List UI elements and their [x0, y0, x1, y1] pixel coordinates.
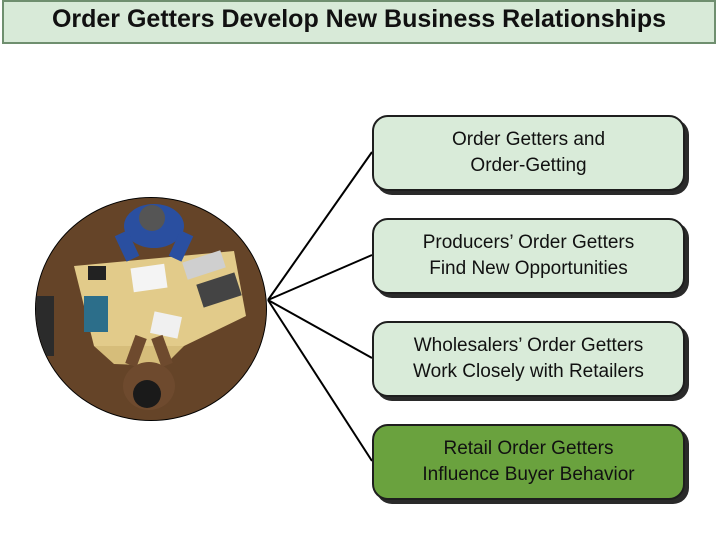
connector-line-1	[267, 151, 373, 301]
connector-line-4	[267, 299, 373, 462]
box-retail-order-getters-label: Retail Order Getters Influence Buyer Beh…	[422, 438, 635, 485]
connector-line-2	[267, 254, 373, 301]
box-producers-order-getters-label: Producers’ Order Getters Find New Opport…	[422, 232, 635, 279]
box-order-getters[interactable]: Order Getters and Order-Getting	[372, 115, 685, 191]
box-retail-order-getters[interactable]: Retail Order Getters Influence Buyer Beh…	[372, 424, 685, 500]
slide-title: Order Getters Develop New Business Relat…	[51, 5, 667, 33]
connector-line-3	[267, 299, 373, 359]
box-wholesalers-order-getters[interactable]: Wholesalers’ Order Getters Work Closely …	[372, 321, 685, 397]
slide-title-bar: Order Getters Develop New Business Relat…	[2, 0, 716, 44]
meeting-photo	[35, 197, 267, 421]
box-order-getters-label: Order Getters and Order-Getting	[451, 129, 606, 176]
box-wholesalers-order-getters-label: Wholesalers’ Order Getters Work Closely …	[413, 335, 644, 382]
box-producers-order-getters[interactable]: Producers’ Order Getters Find New Opport…	[372, 218, 685, 294]
